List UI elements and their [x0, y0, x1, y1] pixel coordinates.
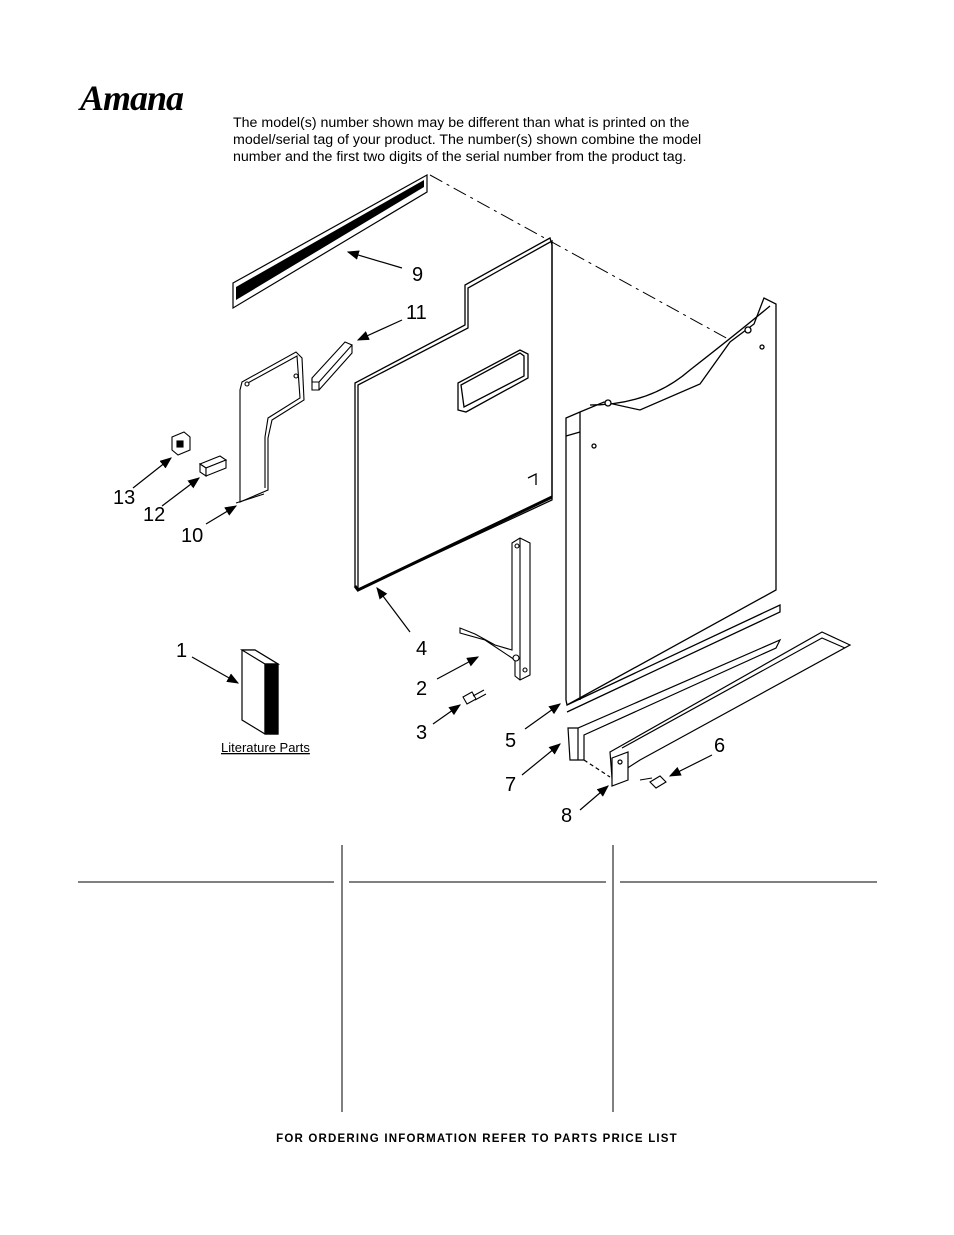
part-8-screw [639, 775, 667, 789]
leader-5 [524, 703, 561, 730]
part-12-block [198, 455, 228, 478]
notice-line-1: The model(s) number shown may be differe… [233, 115, 690, 131]
leader-9 [346, 250, 403, 269]
part-3-screw [462, 689, 487, 705]
part-1-literature [239, 649, 281, 735]
alignment-line [429, 174, 731, 341]
callout-9: 9 [412, 264, 423, 286]
part-9-strip [232, 173, 428, 310]
leader-13 [132, 457, 172, 489]
callout-4: 4 [416, 638, 427, 660]
callout-13: 13 [113, 487, 135, 509]
part-4-panel [353, 237, 553, 592]
parts-list-columns [78, 845, 877, 1112]
literature-parts-label: Literature Parts [221, 740, 310, 755]
part-2-hinge [459, 537, 531, 681]
part-13-clip [171, 431, 191, 456]
leader-lines [132, 250, 713, 811]
leader-10 [205, 505, 238, 525]
part-6-toe-plate [609, 631, 852, 787]
callout-2: 2 [416, 678, 427, 700]
amana-logo: Amana [80, 78, 184, 118]
part-10-bracket [235, 351, 305, 504]
notice-line-2: model/serial tag of your product. The nu… [233, 132, 702, 148]
model-number-notice: The model(s) number shown may be differe… [233, 115, 753, 166]
leader-2 [436, 656, 480, 680]
part-11-block [311, 341, 353, 391]
callout-5: 5 [505, 730, 516, 752]
callout-3: 3 [416, 722, 427, 744]
callout-7: 7 [505, 774, 516, 796]
leader-11 [356, 319, 403, 341]
leader-4 [376, 587, 411, 633]
leader-12 [161, 477, 200, 507]
part-7-lower-panel [567, 638, 782, 778]
ordering-info-footer: FOR ORDERING INFORMATION REFER TO PARTS … [276, 1133, 678, 1145]
callout-12: 12 [143, 504, 165, 526]
callout-6: 6 [714, 735, 725, 757]
callout-8: 8 [561, 805, 572, 827]
leader-1 [191, 656, 240, 684]
leader-6 [668, 754, 713, 777]
callout-1: 1 [176, 640, 187, 662]
part-5-outer-door [565, 297, 781, 713]
leader-8 [579, 785, 609, 811]
leader-7 [521, 743, 561, 776]
notice-line-3: number and the first two digits of the s… [233, 149, 687, 165]
callout-11: 11 [406, 302, 427, 324]
leader-3 [432, 704, 461, 725]
callout-10: 10 [181, 525, 203, 547]
